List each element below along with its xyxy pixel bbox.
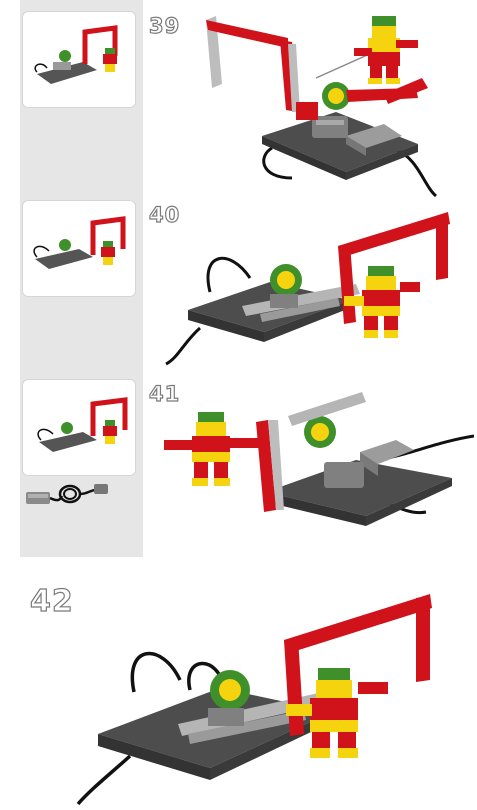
step-41-thumbnail	[23, 380, 135, 475]
step-40-assembly-illustration	[160, 202, 460, 370]
step-39-thumbnail	[23, 12, 135, 107]
mini-assembly-icon	[37, 397, 128, 452]
step-number-40: 40	[148, 202, 181, 227]
mini-assembly-icon	[34, 25, 118, 84]
step-number-42: 42	[29, 583, 74, 619]
step-42-assembly-illustration	[70, 584, 470, 806]
step-40-thumbnail	[23, 201, 135, 296]
step-number-41: 41	[148, 381, 181, 406]
step-41-assembly-illustration	[156, 380, 474, 540]
step-number-39: 39	[148, 13, 181, 38]
step-39-assembly-illustration	[196, 8, 466, 198]
mini-assembly-icon	[33, 216, 126, 269]
motor-cable-part-icon	[24, 476, 134, 516]
